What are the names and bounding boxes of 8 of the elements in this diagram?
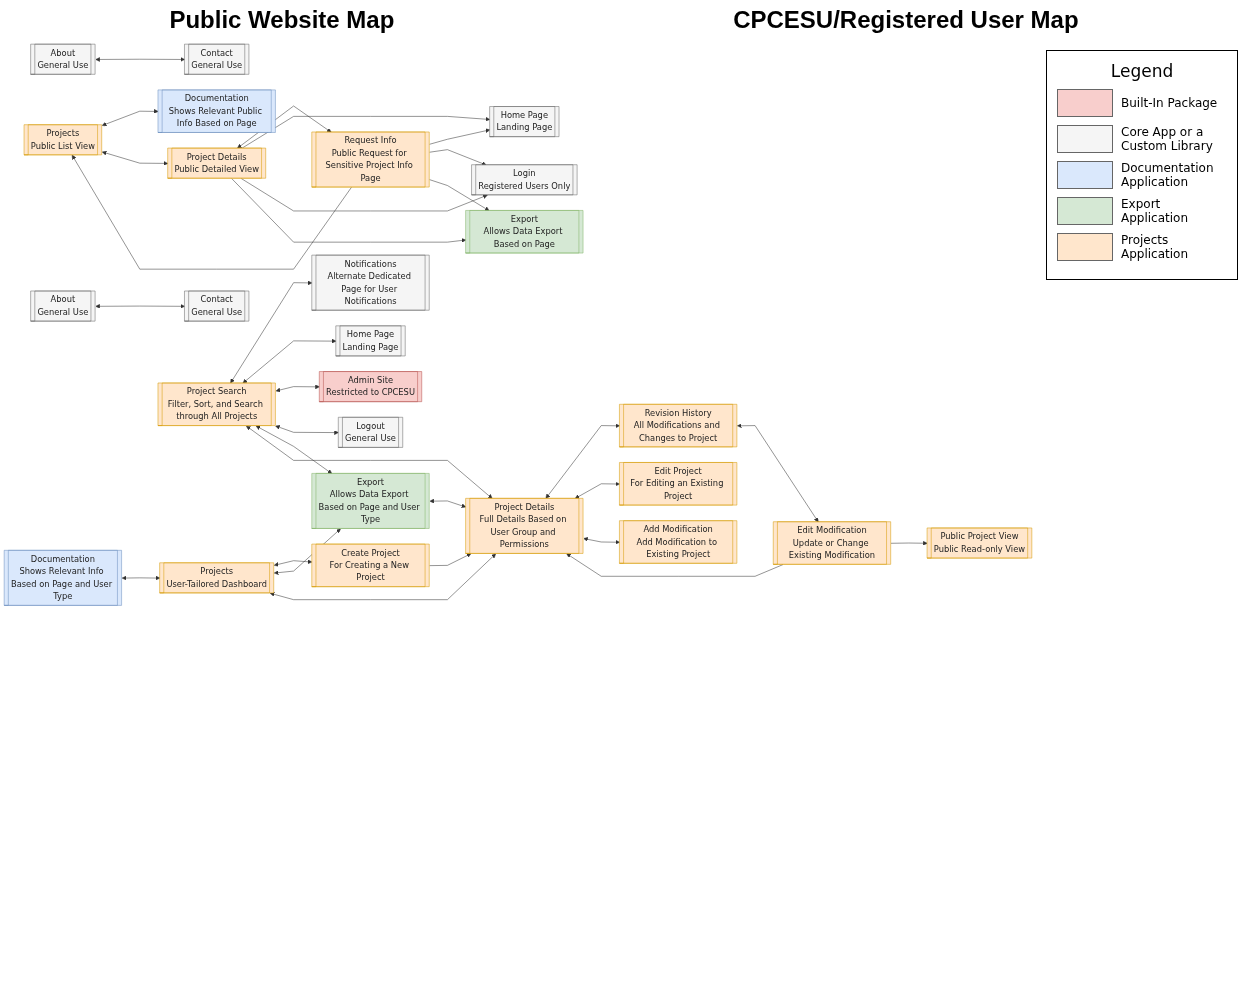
legend-title: Legend	[1109, 61, 1175, 81]
legend-text: Export Application	[1121, 197, 1190, 225]
legend-text: Documentation Application	[1121, 161, 1215, 189]
map-heading: CPCESU/Registered User Map	[733, 6, 1079, 34]
legend-text: Projects Application	[1121, 233, 1190, 261]
legend-text: Core App or a Custom Library	[1121, 125, 1214, 153]
map-heading: Public Website Map	[169, 6, 395, 34]
legend-text: Built-In Package	[1121, 96, 1218, 110]
